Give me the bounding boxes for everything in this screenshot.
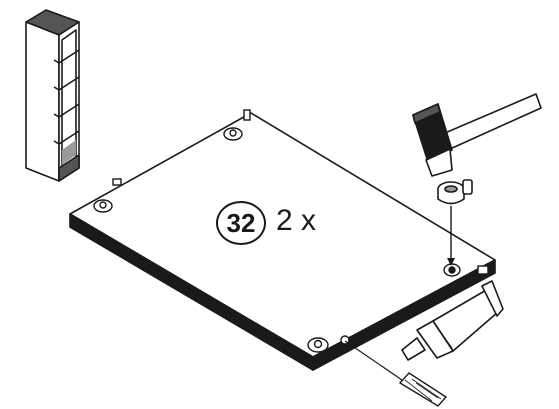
step-number: 32 — [227, 210, 256, 236]
step-number-badge: 32 — [216, 201, 266, 245]
bookcase-overview-icon — [26, 10, 79, 181]
hammer-icon — [413, 94, 541, 176]
quantity-label: 2 x — [276, 206, 316, 236]
